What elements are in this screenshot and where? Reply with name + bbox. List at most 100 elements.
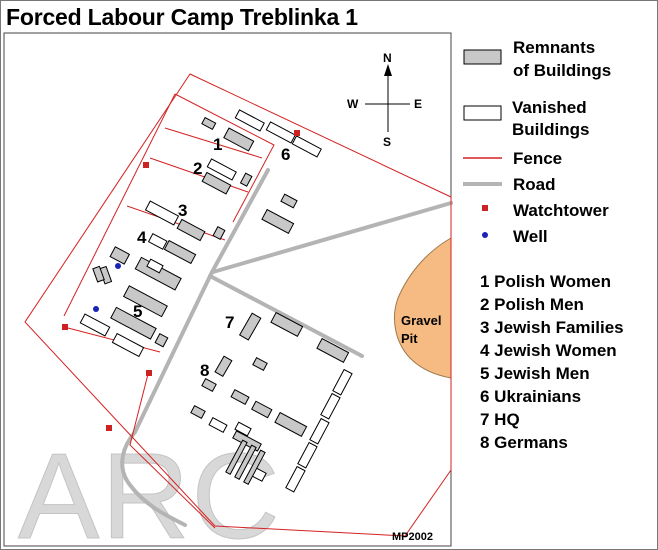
key-item-6: 6 Ukrainians	[480, 387, 581, 406]
key-item-5: 5 Jewish Men	[480, 364, 590, 383]
map-label-7: 7	[225, 313, 234, 332]
compass-rose: N S W E	[347, 51, 422, 149]
map-label-6: 6	[281, 145, 290, 164]
north-arrow-icon	[384, 64, 392, 76]
watchtowers	[62, 130, 300, 431]
remnant-building	[252, 356, 268, 372]
map-label-8: 8	[200, 361, 209, 380]
remnant-building	[122, 285, 168, 318]
remnant-building	[201, 377, 217, 393]
vanished-building	[234, 109, 265, 132]
roads	[120, 168, 453, 527]
remnant-building	[251, 400, 273, 419]
vanished-building	[297, 441, 318, 469]
vanished-building	[285, 465, 306, 493]
vanished-building	[147, 233, 168, 250]
legend-remnants-line2: of Buildings	[513, 61, 611, 80]
map-number-labels: 1 2 3 4 5 6 7 8	[133, 135, 290, 380]
remnant-building	[201, 171, 232, 195]
fence-1	[164, 127, 263, 159]
wells	[93, 263, 121, 312]
fence-inner-west	[63, 93, 176, 317]
gravel-pit-label-line2: Pit	[401, 331, 418, 346]
vanished-building	[111, 332, 145, 358]
remnant-building	[190, 404, 206, 420]
gravel-pit-label-line1: Gravel	[401, 313, 441, 328]
remnant-building	[212, 226, 226, 240]
map-label-1: 1	[213, 135, 222, 154]
vanished-building	[332, 368, 353, 396]
vanished-building	[144, 200, 180, 226]
well-marker	[93, 306, 99, 312]
remnant-buildings	[92, 116, 350, 452]
remnant-building	[239, 172, 253, 187]
remnant-building	[238, 312, 262, 341]
building-key: 1 Polish Women 2 Polish Men 3 Jewish Fam…	[480, 272, 624, 452]
remnant-building	[223, 127, 255, 152]
remnant-building	[110, 306, 157, 340]
map-label-5: 5	[133, 302, 142, 321]
legend-watchtower-label: Watchtower	[513, 201, 609, 220]
fence-south-inner	[129, 373, 216, 529]
vanished-building	[146, 258, 164, 274]
remnant-building	[163, 239, 197, 265]
vanished-building	[320, 392, 341, 420]
key-item-4: 4 Jewish Women	[480, 341, 617, 360]
remnant-building	[201, 116, 217, 131]
legend-road-label: Road	[513, 175, 556, 194]
legend-fence-label: Fence	[513, 149, 562, 168]
remnant-building	[316, 337, 350, 364]
well-marker	[115, 263, 121, 269]
legend-vanished-swatch	[463, 105, 502, 121]
vanished-building	[208, 417, 228, 433]
watermark-text: ARC	[18, 428, 282, 550]
legend-vanished-line1: Vanished	[512, 98, 587, 117]
legend-vanished-line2: Buildings	[512, 120, 589, 139]
key-item-7: 7 HQ	[480, 410, 520, 429]
vanished-building	[206, 158, 237, 181]
vanished-building	[234, 421, 252, 437]
key-item-3: 3 Jewish Families	[480, 318, 624, 337]
road-south-branch	[208, 274, 364, 358]
compass-west: W	[347, 97, 359, 111]
legend-well-icon	[482, 232, 488, 238]
map-label-3: 3	[178, 201, 187, 220]
map-title: Forced Labour Camp Treblinka 1	[6, 4, 358, 30]
road-east	[211, 201, 453, 274]
watchtower-marker	[294, 130, 300, 136]
vanished-buildings	[79, 109, 353, 493]
compass-north: N	[383, 51, 392, 65]
vanished-building	[309, 417, 330, 445]
remnant-building	[230, 389, 250, 405]
fence-outer	[24, 73, 452, 537]
watchtower-marker	[143, 162, 149, 168]
remnant-building	[154, 333, 169, 348]
legend-well-label: Well	[513, 227, 548, 246]
legend-remnant-swatch	[463, 49, 502, 65]
road-south	[120, 430, 187, 527]
remnant-building	[261, 208, 295, 235]
compass-south: S	[383, 135, 391, 149]
fence-inner-east	[174, 93, 275, 223]
watchtower-marker	[106, 425, 112, 431]
remnant-building	[270, 311, 304, 338]
legend: Remnants of Buildings Vanished Buildings…	[463, 38, 611, 246]
legend-watchtower-icon	[482, 205, 488, 211]
remnant-building	[92, 265, 105, 283]
key-item-1: 1 Polish Women	[480, 272, 611, 291]
key-item-8: 8 Germans	[480, 433, 568, 452]
vanished-building	[291, 135, 322, 158]
compass-east: E	[414, 97, 422, 111]
remnant-building	[274, 411, 308, 438]
vanished-building	[79, 313, 111, 337]
ruin-lines	[225, 439, 266, 485]
gravel-pit-area	[394, 237, 452, 379]
watchtower-marker	[62, 324, 68, 330]
watchtower-marker	[146, 370, 152, 376]
remnant-building	[214, 355, 233, 377]
map-frame	[3, 32, 452, 547]
remnant-building	[176, 218, 206, 242]
map-label-2: 2	[193, 159, 202, 178]
legend-remnants-line1: Remnants	[513, 38, 595, 57]
